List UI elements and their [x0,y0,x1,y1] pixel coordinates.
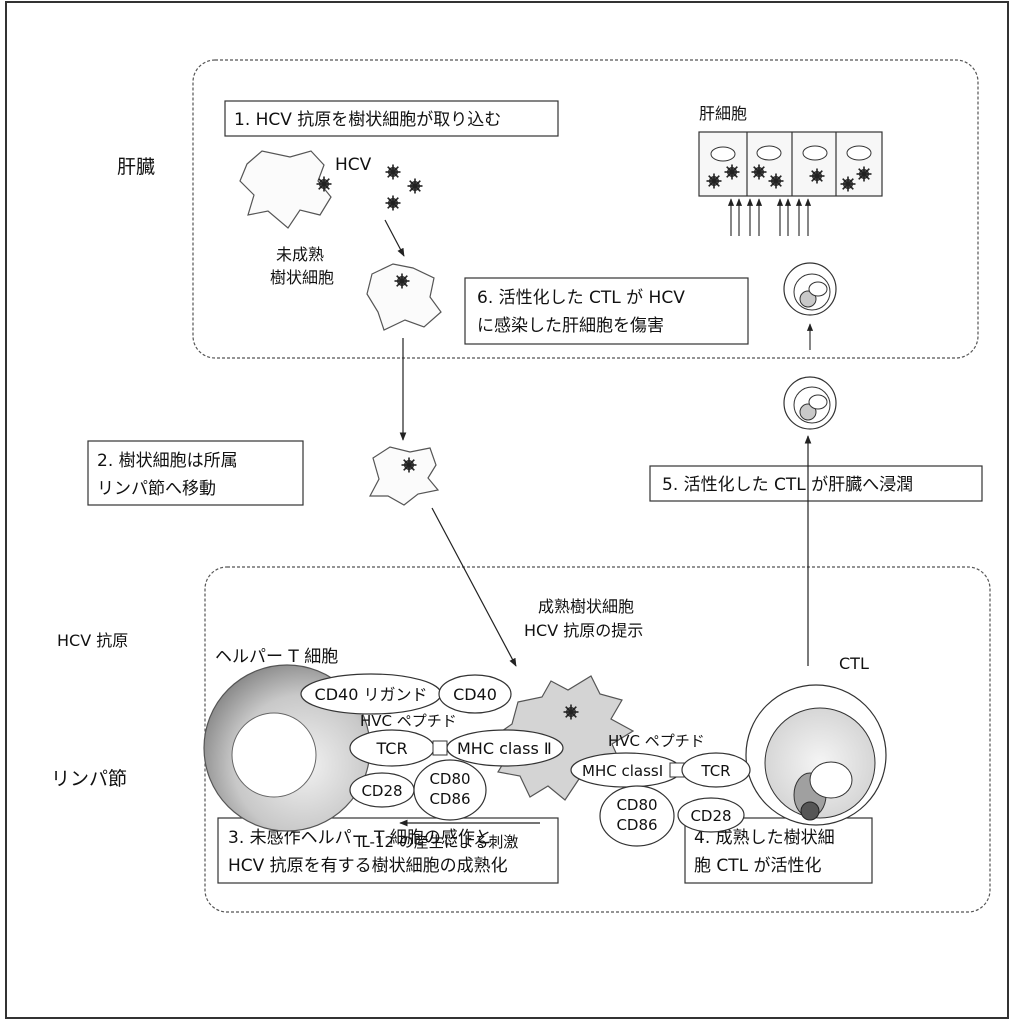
mhc2 [446,729,564,767]
step4-line2: 胞 CTL が活性化 [694,856,822,876]
step5-text: 5. 活性化した CTL が肝臓へ浸潤 [662,475,913,495]
hcv-virus-icon [767,172,785,190]
step2-line2: リンパ節へ移動 [97,479,216,499]
hcv-virus-icon [723,163,741,181]
hcv-virus-icon [562,703,580,721]
step3-line1: 3. 未感作ヘルパー T 細胞の感作と [228,828,492,848]
mhc1-label: MHC classⅠ [582,762,663,780]
tcr-right [681,752,751,788]
step2-box [87,440,304,506]
cd40-label: CD40 [453,685,497,704]
helper-t-nucleus [231,712,317,798]
cd86-right-label: CD86 [616,816,657,834]
ctl-cell-transit [783,376,837,430]
liver-label: 肝臓 [117,156,155,178]
cd28-right-label: CD28 [690,807,731,825]
hcv-antigen-side-label: HCV 抗原 [57,631,128,650]
cd80-cd86-left [413,759,487,821]
lymph-node-label: リンパ節 [51,768,127,790]
ctl-attack-arrows [727,198,812,236]
cd80-cd86-right [599,785,675,847]
migrating-dendritic-cell [369,446,440,506]
ctl-cell-liver [783,262,837,316]
cd28-left-label: CD28 [361,782,402,800]
il12-label: IL-12 の産生による刺激 [357,833,518,851]
tcr-left-label: TCR [375,739,407,758]
step4-line1: 4. 成熟した樹状細 [694,827,835,848]
hcv-virus-icon [839,175,857,193]
step1-text: 1. HCV 抗原を樹状細胞が取り込む [234,110,501,130]
immature-dc-label-line2: 樹状細胞 [270,268,334,287]
helper-t-label: ヘルパー T 細胞 [215,647,338,667]
cd80-left-label: CD80 [429,770,470,788]
outer-frame [5,1,1009,1019]
cd86-left-label: CD86 [429,790,470,808]
hcv-virus-icon [393,272,411,290]
ctl-label: CTL [839,654,869,673]
step6-line1: 6. 活性化した CTL が HCV [477,288,685,308]
mature-dc-label-line1: 成熟樹状細胞 [538,597,634,616]
ctl-cell-lymph-node [745,684,887,826]
liver-panel [192,59,979,359]
hcv-virus-icon [315,175,333,193]
hcv-virus-icon [750,163,768,181]
step6-box [464,277,749,345]
immature-dendritic-cell [366,263,442,331]
hcv-virus-icon [384,194,402,212]
step1-box [224,100,559,137]
hcv-virus-icon [400,456,418,474]
hcv-virus-icon [384,163,402,181]
step2-line1: 2. 樹状細胞は所属 [97,451,238,471]
peptide-left [432,740,448,756]
cd28-right [677,797,745,833]
step6-line2: に感染した肝細胞を傷害 [477,316,664,336]
step3-line2: HCV 抗原を有する樹状細胞の成熟化 [228,855,508,876]
hcv-label: HCV [335,155,372,175]
hcv-virus-icon [808,167,826,185]
hepatocyte-label: 肝細胞 [699,104,747,123]
cd40 [438,674,512,714]
to-lymph-node-arrow [431,507,517,667]
hcv-virus-icon [855,165,873,183]
tcr-right-label: TCR [700,762,730,780]
hepatocyte-layer [698,131,883,197]
mature-dc-label-line2: HCV 抗原の提示 [524,621,643,640]
cd40-ligand-label: CD40 リガンド [315,685,428,704]
immature-dc-label-line1: 未成熟 [276,245,324,264]
mhc2-label: MHC class Ⅱ [457,739,552,758]
step5-box [649,465,983,502]
hcv-virus-icon [705,172,723,190]
uptake-arrow [384,219,405,257]
hcv-virus-icon [406,177,424,195]
cd80-right-label: CD80 [616,796,657,814]
hvc-peptide-left: HVC ペプチド [360,712,457,730]
dendritic-cell-free [239,150,332,229]
hvc-peptide-right: HVC ペプチド [608,732,705,750]
